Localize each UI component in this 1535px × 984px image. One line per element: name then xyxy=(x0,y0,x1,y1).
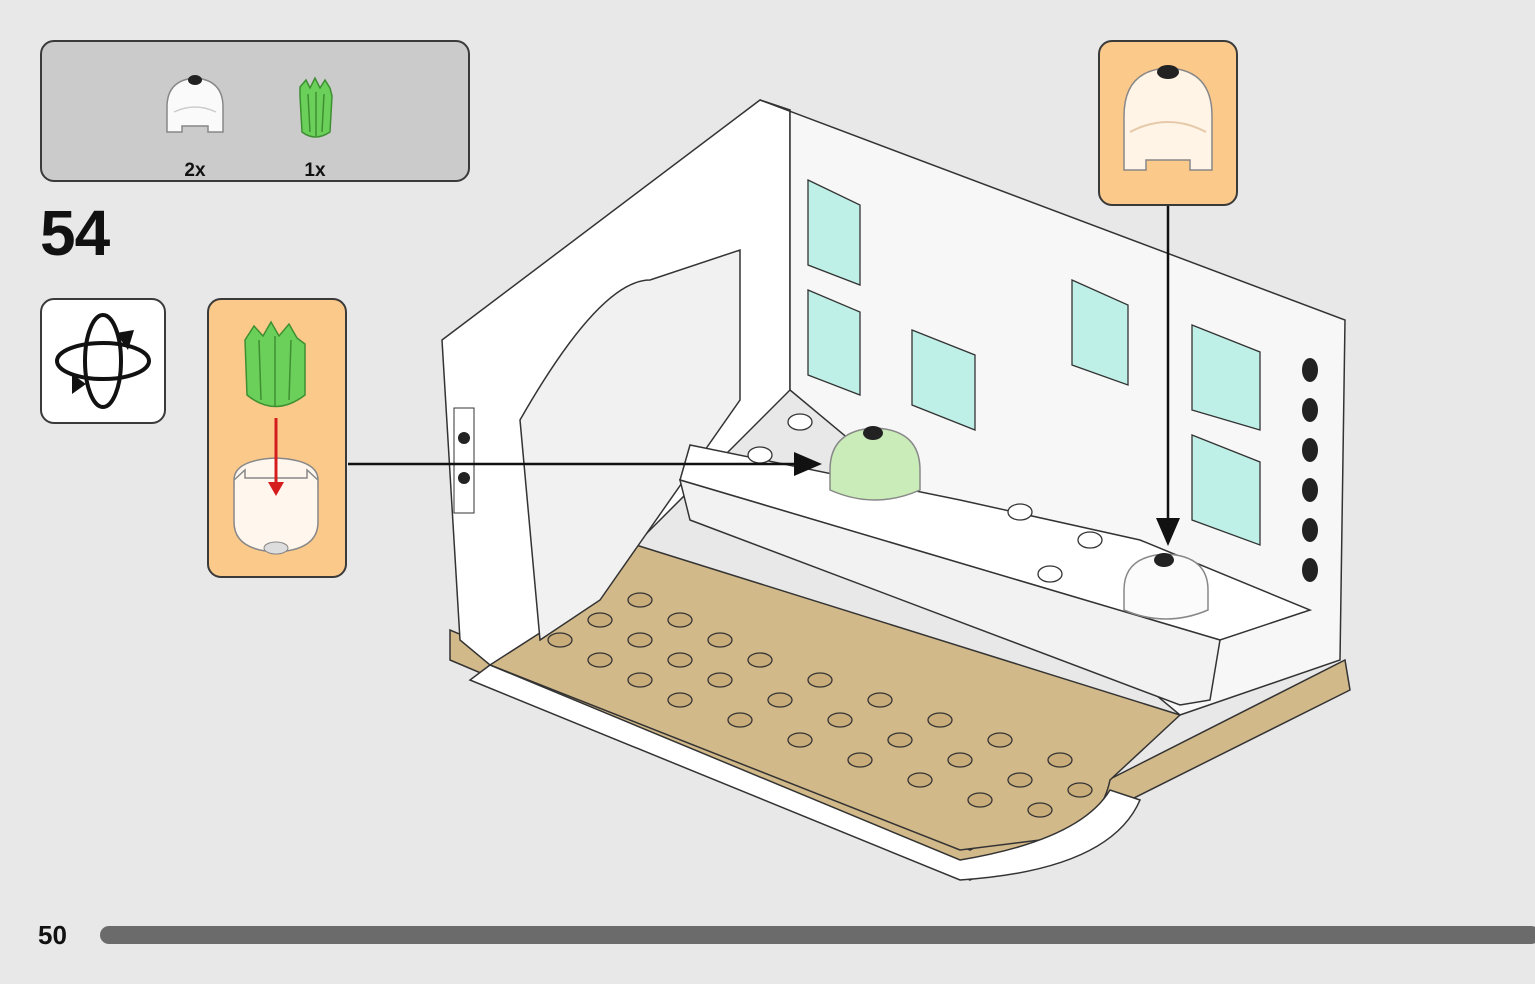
plant-leaves-icon xyxy=(299,76,333,138)
page-number: 50 xyxy=(38,920,67,950)
clear-dome-placed xyxy=(1123,553,1209,620)
dome-callout xyxy=(1098,40,1238,206)
wall-windows xyxy=(807,178,1261,546)
floor-studs xyxy=(547,592,1093,818)
arrow-head-icon xyxy=(1156,518,1180,546)
step-number: 54 xyxy=(40,197,110,269)
part-transparent-dome: 2x xyxy=(150,72,240,182)
part-quantity: 2x xyxy=(184,160,206,181)
green-dome-placed xyxy=(829,427,921,501)
progress-bar xyxy=(100,926,1535,944)
rotate-model-indicator xyxy=(40,298,166,424)
transparent-dome-icon xyxy=(166,75,224,133)
part-quantity: 1x xyxy=(304,160,326,181)
part-green-plant: 1x xyxy=(270,72,360,182)
rotate-model-icon xyxy=(55,313,151,409)
plant-into-dome-icon xyxy=(233,320,319,555)
wall-side-studs xyxy=(1302,358,1318,582)
arrow-head-icon xyxy=(794,452,822,476)
sub-assembly-callout xyxy=(207,298,347,578)
parts-list-box: 2x 1x xyxy=(40,40,470,182)
transparent-dome-icon xyxy=(1123,65,1213,171)
